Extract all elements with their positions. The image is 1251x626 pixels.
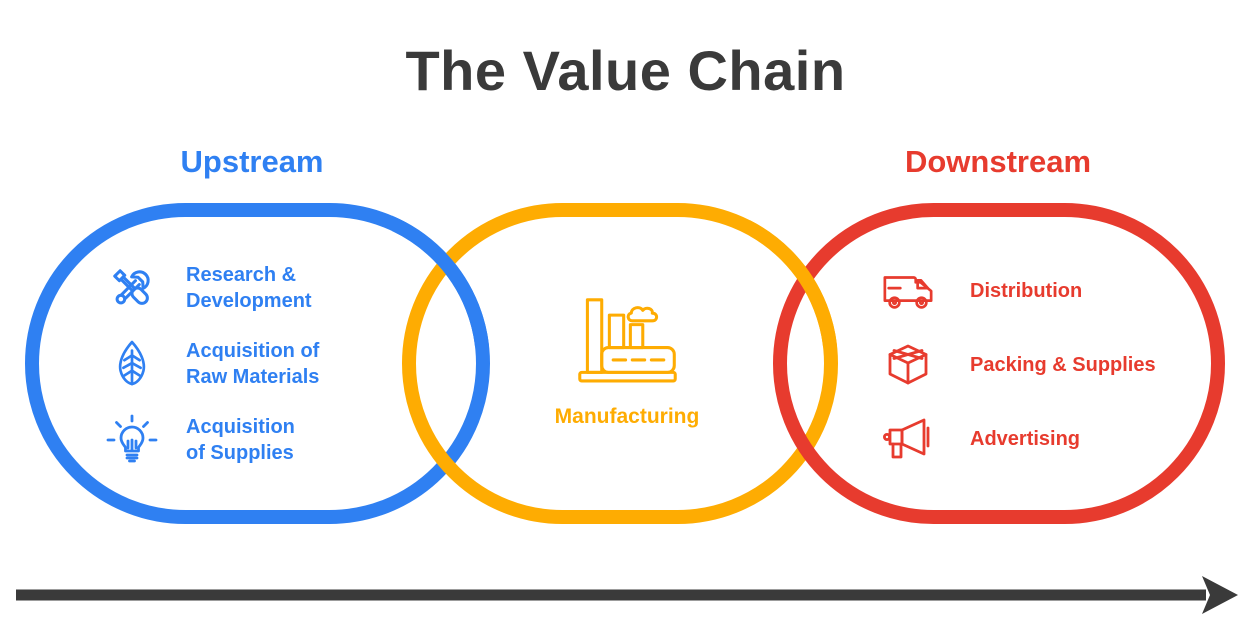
downstream-item-distribution: Distribution — [880, 263, 1220, 319]
downstream-heading: Downstream — [904, 144, 1092, 179]
downstream-item-advertising: Advertising — [880, 411, 1220, 467]
manufacturing-label: Manufacturing — [554, 405, 700, 428]
upstream-heading: Upstream — [180, 144, 324, 179]
downstream-item-packing: Packing & Supplies — [880, 337, 1220, 393]
tools-icon — [104, 260, 160, 316]
factory-icon — [575, 292, 680, 389]
right-arrow-icon — [16, 576, 1238, 614]
upstream-item-supplies: Acquisition of Supplies — [104, 412, 414, 468]
truck-icon — [880, 263, 936, 319]
box-icon — [880, 337, 936, 393]
page-title: The Value Chain — [405, 39, 846, 102]
megaphone-icon — [880, 411, 936, 467]
upstream-item-rnd: Research & Development — [104, 260, 414, 316]
upstream-item-label: Acquisition of Supplies — [186, 416, 295, 464]
upstream-item-raw-materials: Acquisition of Raw Materials — [104, 336, 414, 392]
lightbulb-icon — [104, 412, 160, 468]
upstream-item-label: Research & Development — [186, 264, 312, 312]
downstream-item-label: Packing & Supplies — [970, 354, 1156, 376]
upstream-item-label: Acquisition of Raw Materials — [186, 340, 320, 388]
downstream-item-label: Distribution — [970, 280, 1083, 302]
downstream-item-label: Advertising — [970, 428, 1081, 450]
leaf-icon — [104, 336, 160, 392]
manufacturing-block: Manufacturing — [537, 292, 717, 429]
